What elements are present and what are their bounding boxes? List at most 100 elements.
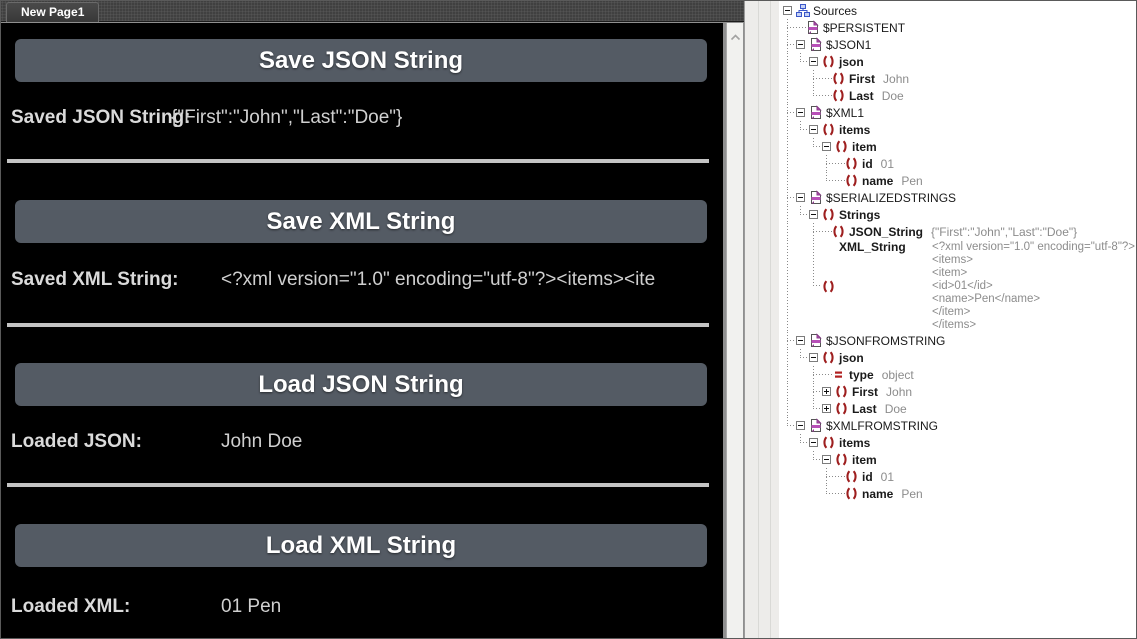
tree-expander-minus[interactable] — [809, 438, 822, 447]
tree-connector — [809, 138, 822, 155]
tree-node-strings[interactable]: Strings — [783, 206, 1136, 223]
tree-guide — [796, 366, 809, 383]
pane-splitter[interactable] — [744, 1, 779, 638]
tree-node--jsonfromstring[interactable]: $JSONFROMSTRING — [783, 332, 1136, 349]
tree-expander-minus[interactable] — [809, 57, 822, 66]
tree-node--serializedstrings[interactable]: $SERIALIZEDSTRINGS — [783, 189, 1136, 206]
load-json-string-button[interactable]: Load JSON String — [15, 363, 707, 406]
tree-guide — [796, 400, 809, 417]
tab-new-page1[interactable]: New Page1 — [6, 2, 100, 22]
attribute-icon — [832, 367, 847, 382]
tree-expander-minus[interactable] — [809, 125, 822, 134]
tree-connector — [809, 87, 822, 104]
tree-node-value: Pen — [901, 173, 923, 188]
tree-node-json-string[interactable]: JSON_String{"First":"John","Last":"Doe"} — [783, 223, 1136, 240]
tree-expander-minus[interactable] — [796, 336, 809, 345]
tree-connector — [796, 53, 809, 70]
tree-node--persistent[interactable]: $PERSISTENT — [783, 19, 1136, 36]
tree-connector — [809, 240, 822, 332]
tree-expander-minus[interactable] — [809, 210, 822, 219]
page-canvas: Save JSON String Saved JSON String:{"Fir… — [1, 23, 723, 638]
tree-node-last[interactable]: Last Doe — [783, 87, 1136, 104]
tree-guide — [796, 172, 809, 189]
tree-connector — [796, 206, 809, 223]
tree-node-value: 01 — [880, 156, 895, 171]
save-xml-string-button[interactable]: Save XML String — [15, 200, 707, 243]
tree-node-name[interactable]: name Pen — [783, 172, 1136, 189]
tree-expander-minus[interactable] — [796, 421, 809, 430]
datasource-icon — [809, 37, 824, 52]
tree-expander-minus[interactable] — [822, 142, 835, 151]
tree-node-label: json — [839, 350, 864, 365]
tree-guide — [783, 349, 796, 366]
tree-expander-minus[interactable] — [822, 455, 835, 464]
datasource-icon — [809, 418, 824, 433]
loaded-xml-value: 01 Pen — [221, 596, 282, 617]
tree-guide — [796, 70, 809, 87]
element-icon — [822, 435, 837, 450]
tree-node-label: XML_String — [839, 240, 906, 254]
tree-node-label: item — [852, 452, 877, 467]
tree-connector — [822, 172, 835, 189]
tree-node-json[interactable]: json — [783, 53, 1136, 70]
tree-node-label: id — [862, 469, 873, 484]
tree-expander-minus[interactable] — [809, 353, 822, 362]
tree-guide — [809, 468, 822, 485]
scroll-up-icon[interactable] — [730, 28, 741, 46]
tree-guide — [783, 70, 796, 87]
tree-guide — [783, 53, 796, 70]
tree-guide — [783, 223, 796, 240]
tree-guide — [796, 138, 809, 155]
tree-expander-plus[interactable] — [822, 387, 835, 396]
tree-node-label: type — [849, 367, 874, 382]
tree-expander-minus[interactable] — [783, 6, 796, 15]
tree-node-label: id — [862, 156, 873, 171]
tree-guide — [783, 383, 796, 400]
tree-node-sources[interactable]: Sources — [783, 2, 1136, 19]
load-xml-string-button[interactable]: Load XML String — [15, 524, 707, 567]
tree-node-xml-string[interactable]: XML_String<?xml version="1.0" encoding="… — [783, 240, 1136, 332]
tree-node--xmlfromstring[interactable]: $XMLFROMSTRING — [783, 417, 1136, 434]
tree-node-label: name — [862, 173, 894, 188]
save-json-string-button[interactable]: Save JSON String — [15, 39, 707, 82]
tree-guide — [796, 155, 809, 172]
tree-guide — [783, 155, 796, 172]
tree-leader — [822, 366, 832, 383]
tree-guide — [809, 155, 822, 172]
tree-guide — [783, 240, 796, 332]
tree-expander-minus[interactable] — [796, 193, 809, 202]
divider — [7, 159, 709, 163]
tree-node-items[interactable]: items — [783, 434, 1136, 451]
tree-node-item[interactable]: item — [783, 451, 1136, 468]
tree-node-label: Last — [849, 88, 874, 103]
tree-node-label: First — [852, 384, 879, 399]
tree-node-json[interactable]: json — [783, 349, 1136, 366]
tree-node--xml1[interactable]: $XML1 — [783, 104, 1136, 121]
tree-expander-minus[interactable] — [796, 40, 809, 49]
tree-expander-minus[interactable] — [796, 108, 809, 117]
saved-xml-value: <?xml version="1.0" encoding="utf-8"?><i… — [221, 269, 656, 290]
tree-node-value: Doe — [881, 88, 904, 103]
tree-leader — [835, 468, 845, 485]
tree-node-label: Sources — [813, 3, 858, 18]
tree-expander-plus[interactable] — [822, 404, 835, 413]
loaded-json-value: John Doe — [221, 431, 303, 452]
tree-connector — [809, 70, 822, 87]
element-icon — [845, 173, 860, 188]
tree-guide — [783, 121, 796, 138]
tree-node-item[interactable]: item — [783, 138, 1136, 155]
tree-node--json1[interactable]: $JSON1 — [783, 36, 1136, 53]
element-icon — [835, 384, 850, 399]
element-icon — [835, 452, 850, 467]
tree-node-items[interactable]: items — [783, 121, 1136, 138]
vertical-scrollbar[interactable] — [726, 23, 743, 638]
tree-node-id[interactable]: id 01 — [783, 155, 1136, 172]
tree-node-label: items — [839, 122, 871, 137]
